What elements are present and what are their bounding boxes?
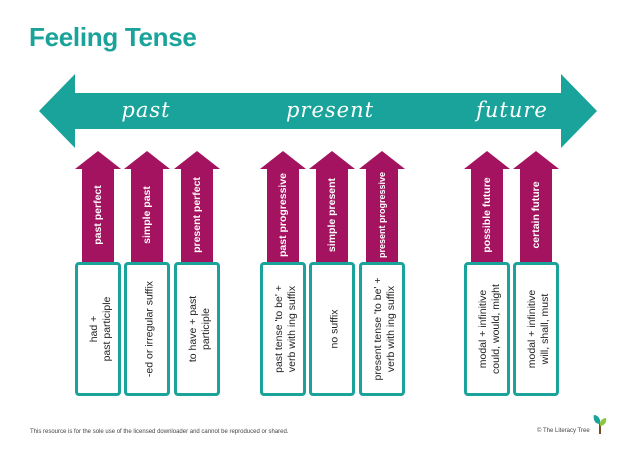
arrow-head-shape: [174, 151, 220, 169]
tense-rule-box: present tense 'to be' +verb with ing suf…: [359, 262, 405, 396]
arrow-shaft-shape: [471, 168, 503, 263]
tense-column-present-progressive: present progressive present tense 'to be…: [359, 151, 405, 396]
arrow-shaft-shape: [316, 168, 348, 263]
arrow-head-shape: [464, 151, 510, 169]
tense-arrow: past progressive: [260, 151, 306, 263]
tense-rule-box: -ed or irregular suffix: [124, 262, 170, 396]
arrow-head-shape: [513, 151, 559, 169]
tense-name: possible future: [481, 177, 493, 253]
tense-name: simple past: [141, 186, 153, 244]
tense-arrow: present progressive: [359, 151, 405, 263]
tense-rule-text: present tense 'to be' +verb with ing suf…: [372, 277, 397, 381]
tense-column-past-perfect: past perfect had +past participle: [75, 151, 121, 396]
tense-column-simple-past: simple past -ed or irregular suffix: [124, 151, 170, 396]
tense-column-past-progressive: past progressive past tense 'to be' +ver…: [260, 151, 306, 396]
tense-name: present perfect: [191, 177, 203, 253]
tense-name: past progressive: [277, 172, 289, 258]
tense-arrow: past perfect: [75, 151, 121, 263]
timeline-label-present: present: [285, 98, 375, 122]
tense-name: present progressive: [377, 171, 387, 259]
tense-column-simple-present: simple present no suffix: [309, 151, 355, 396]
tense-arrow: possible future: [464, 151, 510, 263]
timeline-label-future: future: [476, 98, 548, 122]
arrow-head-shape: [75, 151, 121, 169]
tense-arrow: simple past: [124, 151, 170, 263]
tense-rule-text: past tense 'to be' +verb with ing suffix: [273, 285, 298, 373]
arrow-head-shape: [359, 151, 405, 169]
tense-rule-text: -ed or irregular suffix: [143, 280, 156, 378]
tense-arrow: certain future: [513, 151, 559, 263]
tense-arrow: simple present: [309, 151, 355, 263]
tense-rule-box: had +past participle: [75, 262, 121, 396]
tense-rule-text: no suffix: [328, 309, 341, 349]
copyright-text: © The Literacy Tree: [537, 428, 590, 434]
page-title: Feeling Tense: [29, 22, 197, 52]
arrow-head-shape: [260, 151, 306, 169]
arrow-shaft-shape: [82, 168, 114, 263]
arrow-shaft-shape: [520, 168, 552, 263]
arrow-shaft-shape: [366, 168, 398, 263]
timeline-arrow: [39, 74, 597, 148]
tense-rule-box: past tense 'to be' +verb with ing suffix: [260, 262, 306, 396]
timeline-double-arrow-shape: [39, 74, 597, 148]
tense-name: simple present: [326, 177, 338, 253]
tense-arrow: present perfect: [174, 151, 220, 263]
arrow-head-shape: [124, 151, 170, 169]
tense-name: past perfect: [92, 185, 104, 245]
literacy-tree-logo-icon: [593, 415, 607, 434]
tense-rule-box: no suffix: [309, 262, 355, 396]
arrow-shaft-shape: [181, 168, 213, 263]
arrow-shaft-shape: [131, 168, 163, 263]
tense-rule-text: had +past participle: [88, 296, 113, 362]
tense-name: certain future: [530, 181, 542, 249]
license-note: This resource is for the sole use of the…: [30, 429, 289, 435]
arrow-shaft-shape: [267, 168, 299, 263]
timeline-label-past: past: [121, 98, 171, 122]
arrow-head-shape: [309, 151, 355, 169]
